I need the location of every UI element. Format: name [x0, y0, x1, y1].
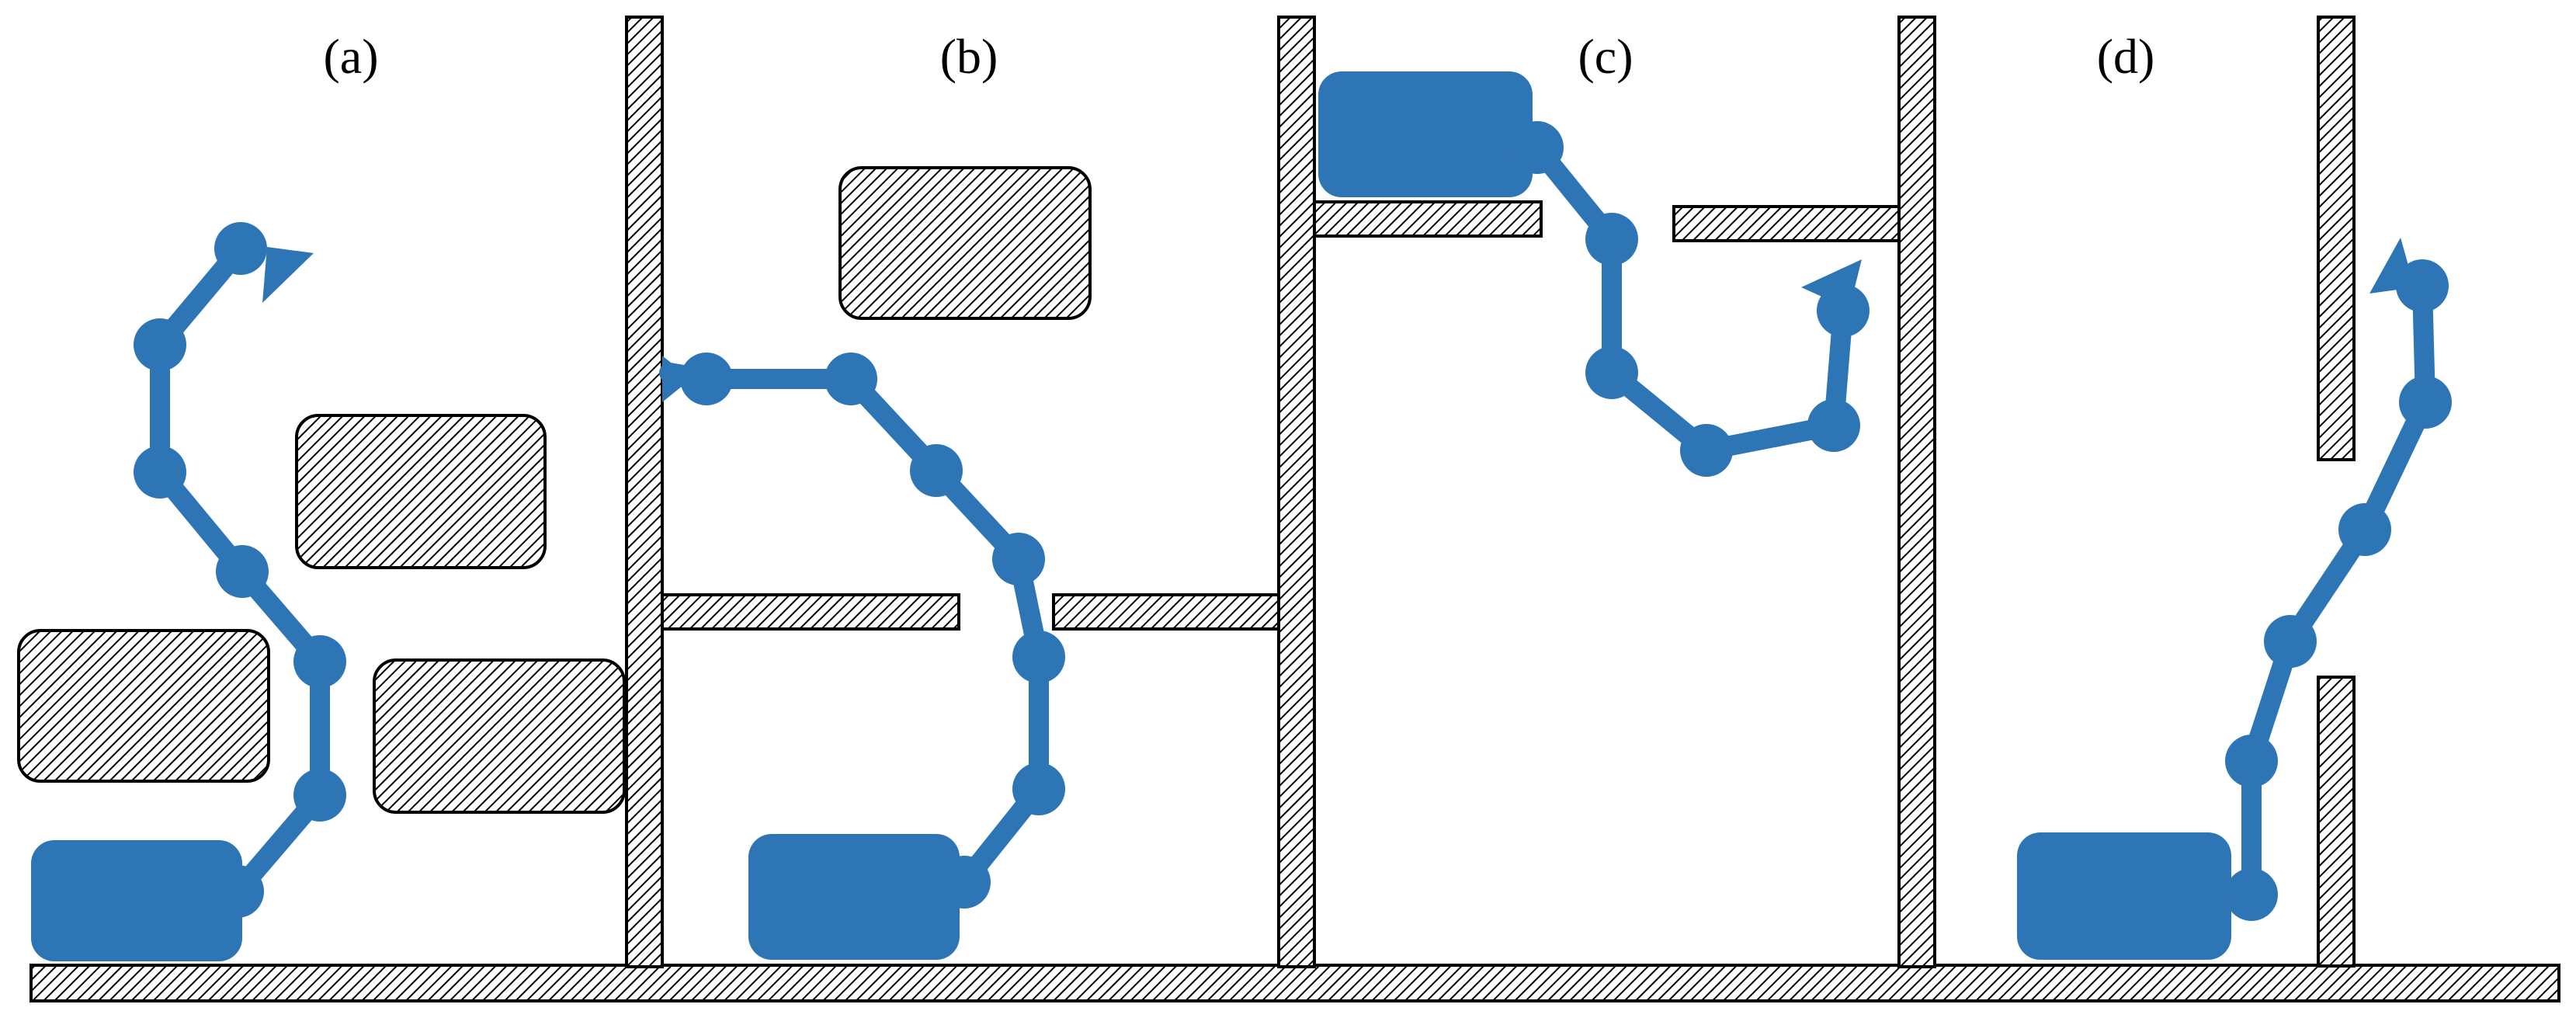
arm-joint [216, 545, 269, 598]
arm-joint [992, 533, 1045, 585]
end-effector-arrow [1801, 259, 1862, 309]
arm-joint [1585, 346, 1638, 399]
arm-joint [1680, 424, 1733, 477]
arm-joint [1585, 213, 1638, 266]
arm-joint [1012, 763, 1065, 815]
obstacle-box [295, 414, 547, 569]
arm-joint [938, 856, 991, 909]
robot-base [2017, 832, 2231, 960]
end-effector-arrow [262, 247, 314, 303]
robot-arm [659, 353, 1065, 909]
divider-wall-cd [1897, 16, 1936, 968]
obstacle-box [838, 166, 1092, 320]
panel-label-b: (b) [940, 29, 998, 84]
robot-base [31, 840, 242, 961]
floor [30, 964, 2560, 1002]
panel-c [1313, 71, 1901, 477]
arm-joint [134, 446, 186, 499]
arm-joint [2225, 868, 2278, 921]
arm-joint [211, 865, 264, 918]
shelf [1672, 205, 1901, 242]
arm-joint [1807, 399, 1860, 452]
arm-joint [2338, 503, 2391, 556]
robot-arm [134, 222, 346, 918]
panel-label-c: (c) [1578, 29, 1633, 84]
robot-arm [1511, 121, 1870, 477]
wall-segment-lower [2317, 676, 2356, 968]
arm-joint [2225, 735, 2278, 787]
robot-base [748, 834, 960, 960]
panel-label-d: (d) [2097, 29, 2155, 84]
arm-joint [910, 444, 963, 497]
panel-b [659, 166, 1280, 960]
shelf [1313, 200, 1543, 238]
arm-joint [293, 635, 346, 688]
obstacle-box [373, 658, 626, 814]
shelf [1052, 593, 1280, 631]
arm-joint [2264, 615, 2317, 668]
arm-joint [1012, 631, 1065, 683]
panel-label-a: (a) [323, 29, 378, 84]
wall-segment-upper [2317, 16, 2356, 461]
divider-wall-ab [625, 16, 664, 968]
robot-arm [2225, 238, 2452, 921]
shelf [661, 593, 960, 631]
panel-d [2017, 16, 2452, 968]
arm-joint [825, 353, 877, 405]
divider-wall-bc [1277, 16, 1316, 968]
end-effector-arrow [2369, 238, 2415, 294]
obstacle-box [17, 629, 270, 783]
arm-joint [134, 318, 186, 371]
arm-joint [214, 222, 267, 275]
arm-joint [1511, 121, 1564, 174]
robot-base [1318, 71, 1533, 197]
end-effector-arrow [662, 356, 691, 402]
arm-joint [293, 769, 346, 822]
arm-joint [680, 353, 733, 405]
panel-a [17, 222, 626, 961]
arm-joint [2399, 376, 2452, 429]
